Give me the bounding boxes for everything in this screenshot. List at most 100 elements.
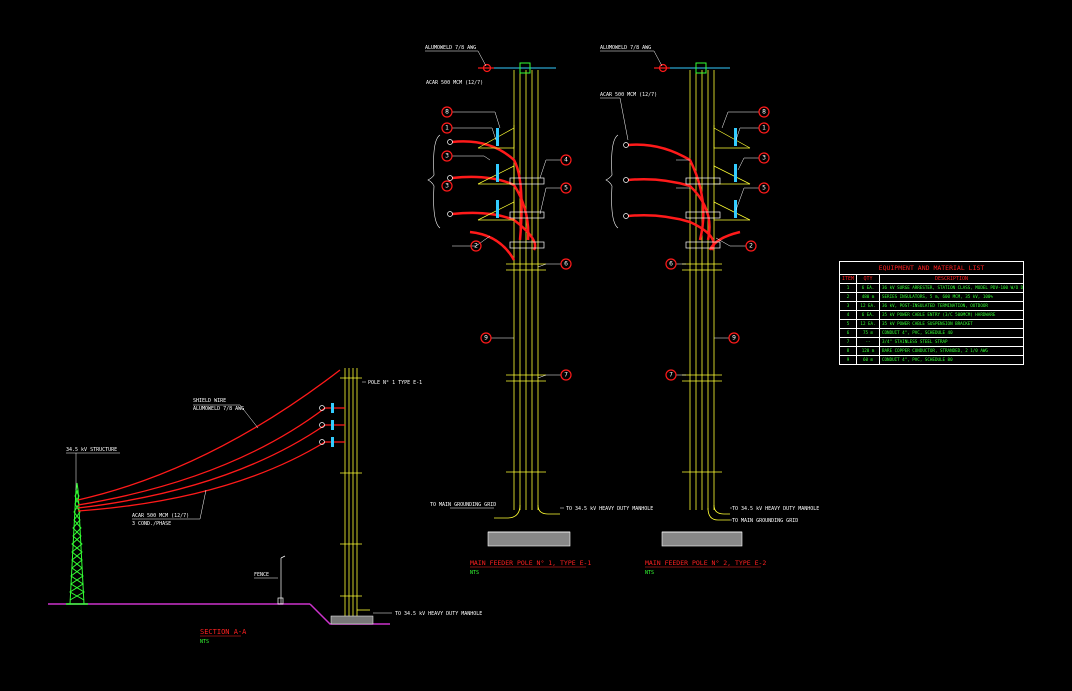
pole-2-manhole-label: TO 34.5 kV HEAVY DUTY MANHOLE bbox=[732, 506, 819, 512]
section-leaders bbox=[66, 381, 392, 614]
pole-2-alumoweld-label: ALUMOWELD 7/8 AWG bbox=[600, 45, 651, 51]
pole-1-title: MAIN FEEDER POLE N° 1, TYPE E-1 bbox=[470, 559, 591, 567]
cell-qty: -- bbox=[857, 338, 880, 346]
callout-9: 9 bbox=[728, 332, 740, 344]
callout-4: 4 bbox=[560, 154, 572, 166]
cell-qty: 60 m bbox=[857, 356, 880, 364]
header-description: DESCRIPTION bbox=[934, 276, 969, 282]
manhole-label: TO 34.5 kV HEAVY DUTY MANHOLE bbox=[395, 611, 482, 617]
callout-6: 6 bbox=[560, 258, 572, 270]
pole-2-brace bbox=[605, 134, 619, 229]
callout-8: 8 bbox=[758, 106, 770, 118]
header-item: ITEM bbox=[840, 275, 857, 283]
section-pole bbox=[340, 368, 370, 617]
cell-description: 36 kV, POST-INSULATED TERMINATION, OUTDO… bbox=[882, 303, 988, 308]
section-title: SECTION A-A bbox=[200, 628, 247, 636]
pole-2-title: MAIN FEEDER POLE N° 2, TYPE E-2 bbox=[645, 559, 766, 567]
pole-1-brace bbox=[427, 134, 441, 229]
cell-item: 6 bbox=[840, 329, 857, 337]
cell-description: 3/4" STAINLESS STEEL STRAP bbox=[882, 339, 948, 344]
equipment-table-header: ITEM QTY DESCRIPTION bbox=[840, 275, 1023, 284]
pole-2-terminations bbox=[623, 142, 629, 219]
section-terminations bbox=[319, 405, 325, 445]
callout-number: 6 bbox=[564, 261, 568, 268]
cell-qty: 120 m bbox=[857, 347, 880, 355]
pole-1-shield-wire bbox=[478, 63, 494, 73]
callout-number: 8 bbox=[762, 109, 766, 116]
callout-number: 5 bbox=[762, 185, 766, 192]
callout-5: 5 bbox=[758, 182, 770, 194]
pole-2-shield-wire bbox=[654, 63, 670, 73]
callout-number: 4 bbox=[564, 157, 568, 164]
section-pole-base bbox=[330, 615, 374, 625]
cell-item: 5 bbox=[840, 320, 857, 328]
cell-qty: 12 EA. bbox=[857, 320, 880, 328]
equipment-table: EQUIPMENT AND MATERIAL LIST ITEM QTY DES… bbox=[839, 261, 1024, 365]
section-conductors bbox=[77, 369, 345, 512]
pole-1-scale: NTS bbox=[470, 570, 479, 576]
shield-wire-spec: ALUMOWELD 7/8 AWG bbox=[193, 406, 244, 412]
pole-2-grounding-label: TO MAIN GROUNDING GRID bbox=[732, 518, 798, 524]
callout-9: 9 bbox=[480, 332, 492, 344]
callout-3: 3 bbox=[441, 180, 453, 192]
cell-item: 9 bbox=[840, 356, 857, 364]
pole-1-manhole-label: TO 34.5 kV HEAVY DUTY MANHOLE bbox=[566, 506, 653, 512]
cell-description: 35 kV POWER CABLE SUSPENSION BRACKET bbox=[882, 321, 973, 326]
conductor-phase: 3 COND./PHASE bbox=[132, 521, 171, 527]
table-row: 7--3/4" STAINLESS STEEL STRAP bbox=[840, 338, 1023, 347]
cell-description: 35 kV POWER CABLE ENTRY (3/C 500MCM) HAR… bbox=[882, 312, 996, 317]
cell-qty: 6 EA. bbox=[857, 284, 880, 292]
pole-1-acar-label: ACAR 500 MCM (12/7) bbox=[426, 80, 483, 86]
callout-1: 1 bbox=[441, 122, 453, 134]
callout-2: 2 bbox=[470, 240, 482, 252]
cell-description: BARE COPPER CONDUCTOR, STRANDED, 2 1/0 A… bbox=[882, 348, 988, 353]
pole-2-clamps bbox=[685, 177, 721, 249]
cell-description: SERIES INSULATORS, 5 m, 600 MCM, 35 kV, … bbox=[882, 294, 993, 299]
cell-item: 1 bbox=[840, 284, 857, 292]
pole-1-foundation bbox=[487, 531, 571, 547]
callout-number: 3 bbox=[445, 153, 449, 160]
pole-2-leaders bbox=[600, 50, 759, 521]
section-scale: NTS bbox=[200, 639, 209, 645]
callout-number: 2 bbox=[474, 243, 478, 250]
cell-item: 2 bbox=[840, 293, 857, 301]
pole-2-conductors bbox=[627, 143, 741, 251]
callout-1: 1 bbox=[758, 122, 770, 134]
callout-2: 2 bbox=[745, 240, 757, 252]
cell-description: CONDUIT 4", PVC, SCHEDULE 80 bbox=[882, 357, 953, 362]
callout-7: 7 bbox=[560, 369, 572, 381]
pole-1-alumoweld-label: ALUMOWELD 7/8 AWG bbox=[425, 45, 476, 51]
callout-8: 8 bbox=[441, 106, 453, 118]
callout-number: 7 bbox=[564, 372, 568, 379]
fence-label: FENCE bbox=[254, 572, 269, 578]
cell-item: 4 bbox=[840, 311, 857, 319]
header-qty: QTY bbox=[857, 275, 880, 283]
lattice-tower bbox=[66, 482, 88, 605]
cell-item: 7 bbox=[840, 338, 857, 346]
section-a-a: SHIELD WIRE ALUMOWELD 7/8 AWG 34.5 kV ST… bbox=[48, 368, 482, 645]
callout-number: 6 bbox=[669, 261, 673, 268]
callout-number: 9 bbox=[732, 335, 736, 342]
fence bbox=[277, 555, 286, 605]
callout-7: 7 bbox=[665, 369, 677, 381]
callout-number: 8 bbox=[445, 109, 449, 116]
callout-3: 3 bbox=[758, 152, 770, 164]
pole-2-shaft bbox=[682, 70, 730, 521]
callout-6: 6 bbox=[665, 258, 677, 270]
callout-number: 3 bbox=[445, 183, 449, 190]
pole-1-clamps bbox=[509, 177, 545, 249]
cell-description: CONDUIT 4", PVC, SCHEDULE 40 bbox=[882, 330, 953, 335]
shield-wire-label: SHIELD WIRE bbox=[193, 398, 226, 404]
callout-3: 3 bbox=[441, 150, 453, 162]
callout-number: 1 bbox=[762, 125, 766, 132]
section-insulators bbox=[331, 403, 334, 447]
pole-2-arresters bbox=[734, 128, 737, 218]
cell-qty: 6 EA. bbox=[857, 311, 880, 319]
